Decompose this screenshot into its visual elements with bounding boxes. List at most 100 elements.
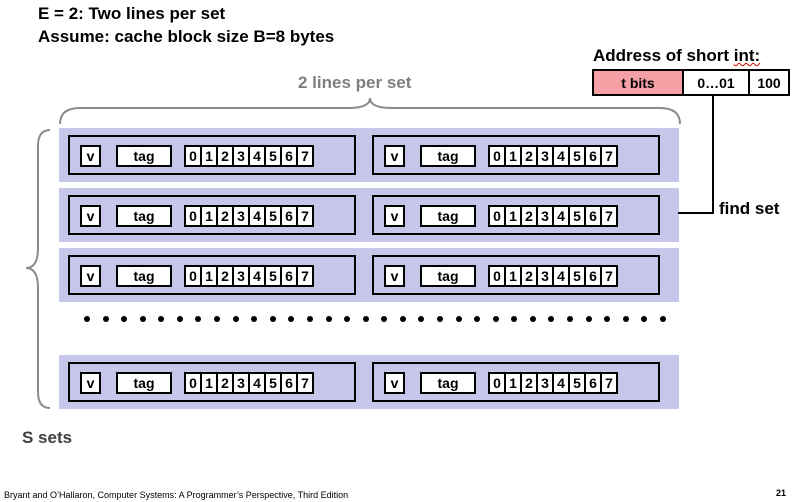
address-title-prefix: Address of short [593,46,734,65]
ellipsis-dot [195,316,202,322]
ellipsis-dot [325,316,332,322]
heading-block-size: Assume: cache block size B=8 bytes [38,27,335,46]
byte-cell: 4 [248,265,266,287]
ellipsis-dot [659,316,666,322]
byte-cell: 1 [200,265,218,287]
tag-field: tag [116,145,172,167]
ellipsis-dot [362,316,369,322]
byte-cell: 7 [296,145,314,167]
byte-cell: 7 [296,265,314,287]
valid-bit: v [80,265,101,287]
valid-bit: v [384,205,405,227]
ellipsis-dot [288,316,295,322]
ellipsis-dot [158,316,165,322]
valid-bit: v [384,265,405,287]
tag-field: tag [116,372,172,394]
valid-bit: v [80,205,101,227]
ellipsis-dot [84,316,90,322]
ellipsis-dot [585,316,592,322]
ellipsis-dot [529,316,536,322]
valid-bit: v [384,145,405,167]
ellipsis-dot [436,316,443,322]
find-set-label: find set [719,199,780,218]
tag-field: tag [420,205,476,227]
byte-cell: 7 [600,372,618,394]
s-sets-label: S sets [22,428,73,447]
ellipsis-dot [381,316,388,322]
ellipsis-dot [232,316,239,322]
ellipsis-dot [511,316,518,322]
ellipsis-dot [121,316,128,322]
ellipsis-dot [214,316,221,322]
byte-cell: 7 [600,145,618,167]
lines-per-set-label: 2 lines per set [298,73,412,92]
ellipsis-dot [567,316,574,322]
tag-field: tag [420,265,476,287]
tag-field: tag [116,205,172,227]
ellipsis-dot [474,316,481,322]
address-block-offset: 100 [750,71,788,94]
footer-citation: Bryant and O’Hallaron, Computer Systems:… [4,490,349,500]
tag-field: tag [116,265,172,287]
left-brace [25,129,51,409]
heading-two-lines-per-set: E = 2: Two lines per set [38,4,226,23]
ellipsis-dot [641,316,648,322]
address-set-index: 0…01 [684,71,750,94]
top-brace [59,97,681,125]
byte-cell: 7 [600,205,618,227]
tag-field: tag [420,145,476,167]
byte-cell: 1 [200,145,218,167]
ellipsis-dot [139,316,146,322]
byte-cell: 7 [600,265,618,287]
ellipsis-dot [492,316,499,322]
ellipsis-dot [455,316,462,322]
byte-cell: 1 [504,372,522,394]
page-number: 21 [776,488,787,498]
ellipsis-dot [399,316,406,322]
byte-cell: 7 [296,372,314,394]
find-set-connector [678,95,714,214]
ellipsis-dot [251,316,258,322]
address-title: Address of short int: [593,46,760,66]
byte-cell: 3 [536,205,554,227]
ellipsis-dots [84,312,666,326]
byte-cell: 7 [296,205,314,227]
tag-field: tag [420,372,476,394]
ellipsis-dot [269,316,276,322]
address-t-bits: t bits [594,71,684,94]
ellipsis-dot [344,316,351,322]
ellipsis-dot [102,316,109,322]
address-fields: t bits 0…01 100 [592,69,790,96]
ellipsis-dot [622,316,629,322]
ellipsis-dot [418,316,425,322]
byte-cell: 5 [264,145,282,167]
ellipsis-dot [548,316,555,322]
valid-bit: v [80,372,101,394]
valid-bit: v [384,372,405,394]
ellipsis-dot [306,316,313,322]
ellipsis-dot [604,316,611,322]
address-title-suffix: int: [733,46,761,65]
ellipsis-dot [176,316,183,322]
valid-bit: v [80,145,101,167]
